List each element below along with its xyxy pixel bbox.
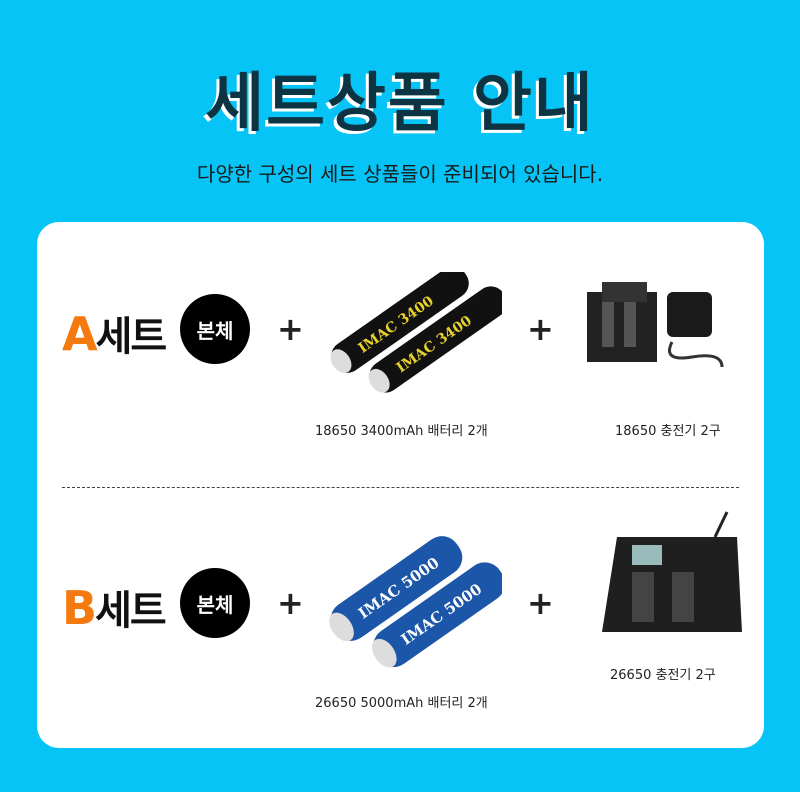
battery-caption: 26650 5000mAh 배터리 2개 <box>315 696 488 711</box>
battery-image: IMAC 5000 IMAC 5000 <box>329 536 502 668</box>
body-badge: 본체 <box>180 568 250 638</box>
battery-caption: 18650 3400mAh 배터리 2개 <box>315 424 488 439</box>
charger-image <box>602 511 742 632</box>
set-a-label: A세트 <box>62 304 168 362</box>
charger-image <box>587 282 724 368</box>
page-title: 세트상품 안내 <box>205 67 595 141</box>
charger-caption: 26650 충전기 2구 <box>610 668 716 683</box>
set-text: 세트 <box>95 314 168 360</box>
page-subtitle: 다양한 구성의 세트 상품들이 준비되어 있습니다. <box>196 162 604 186</box>
body-badge: 본체 <box>180 294 250 364</box>
plus-icon: + <box>277 310 304 348</box>
set-letter: B <box>62 581 97 635</box>
set-letter: A <box>62 307 98 361</box>
set-text: 세트 <box>95 588 167 634</box>
set-card: A세트 본체 + IMAC 3400 IMAC 3400 + 18650 340… <box>37 222 764 748</box>
divider <box>62 487 739 488</box>
charger-caption: 18650 충전기 2구 <box>615 424 721 439</box>
set-b-label: B세트 <box>62 578 167 636</box>
plus-icon: + <box>277 584 304 622</box>
plus-icon: + <box>527 584 554 622</box>
battery-image: IMAC 3400 IMAC 3400 <box>330 272 502 393</box>
plus-icon: + <box>527 310 554 348</box>
